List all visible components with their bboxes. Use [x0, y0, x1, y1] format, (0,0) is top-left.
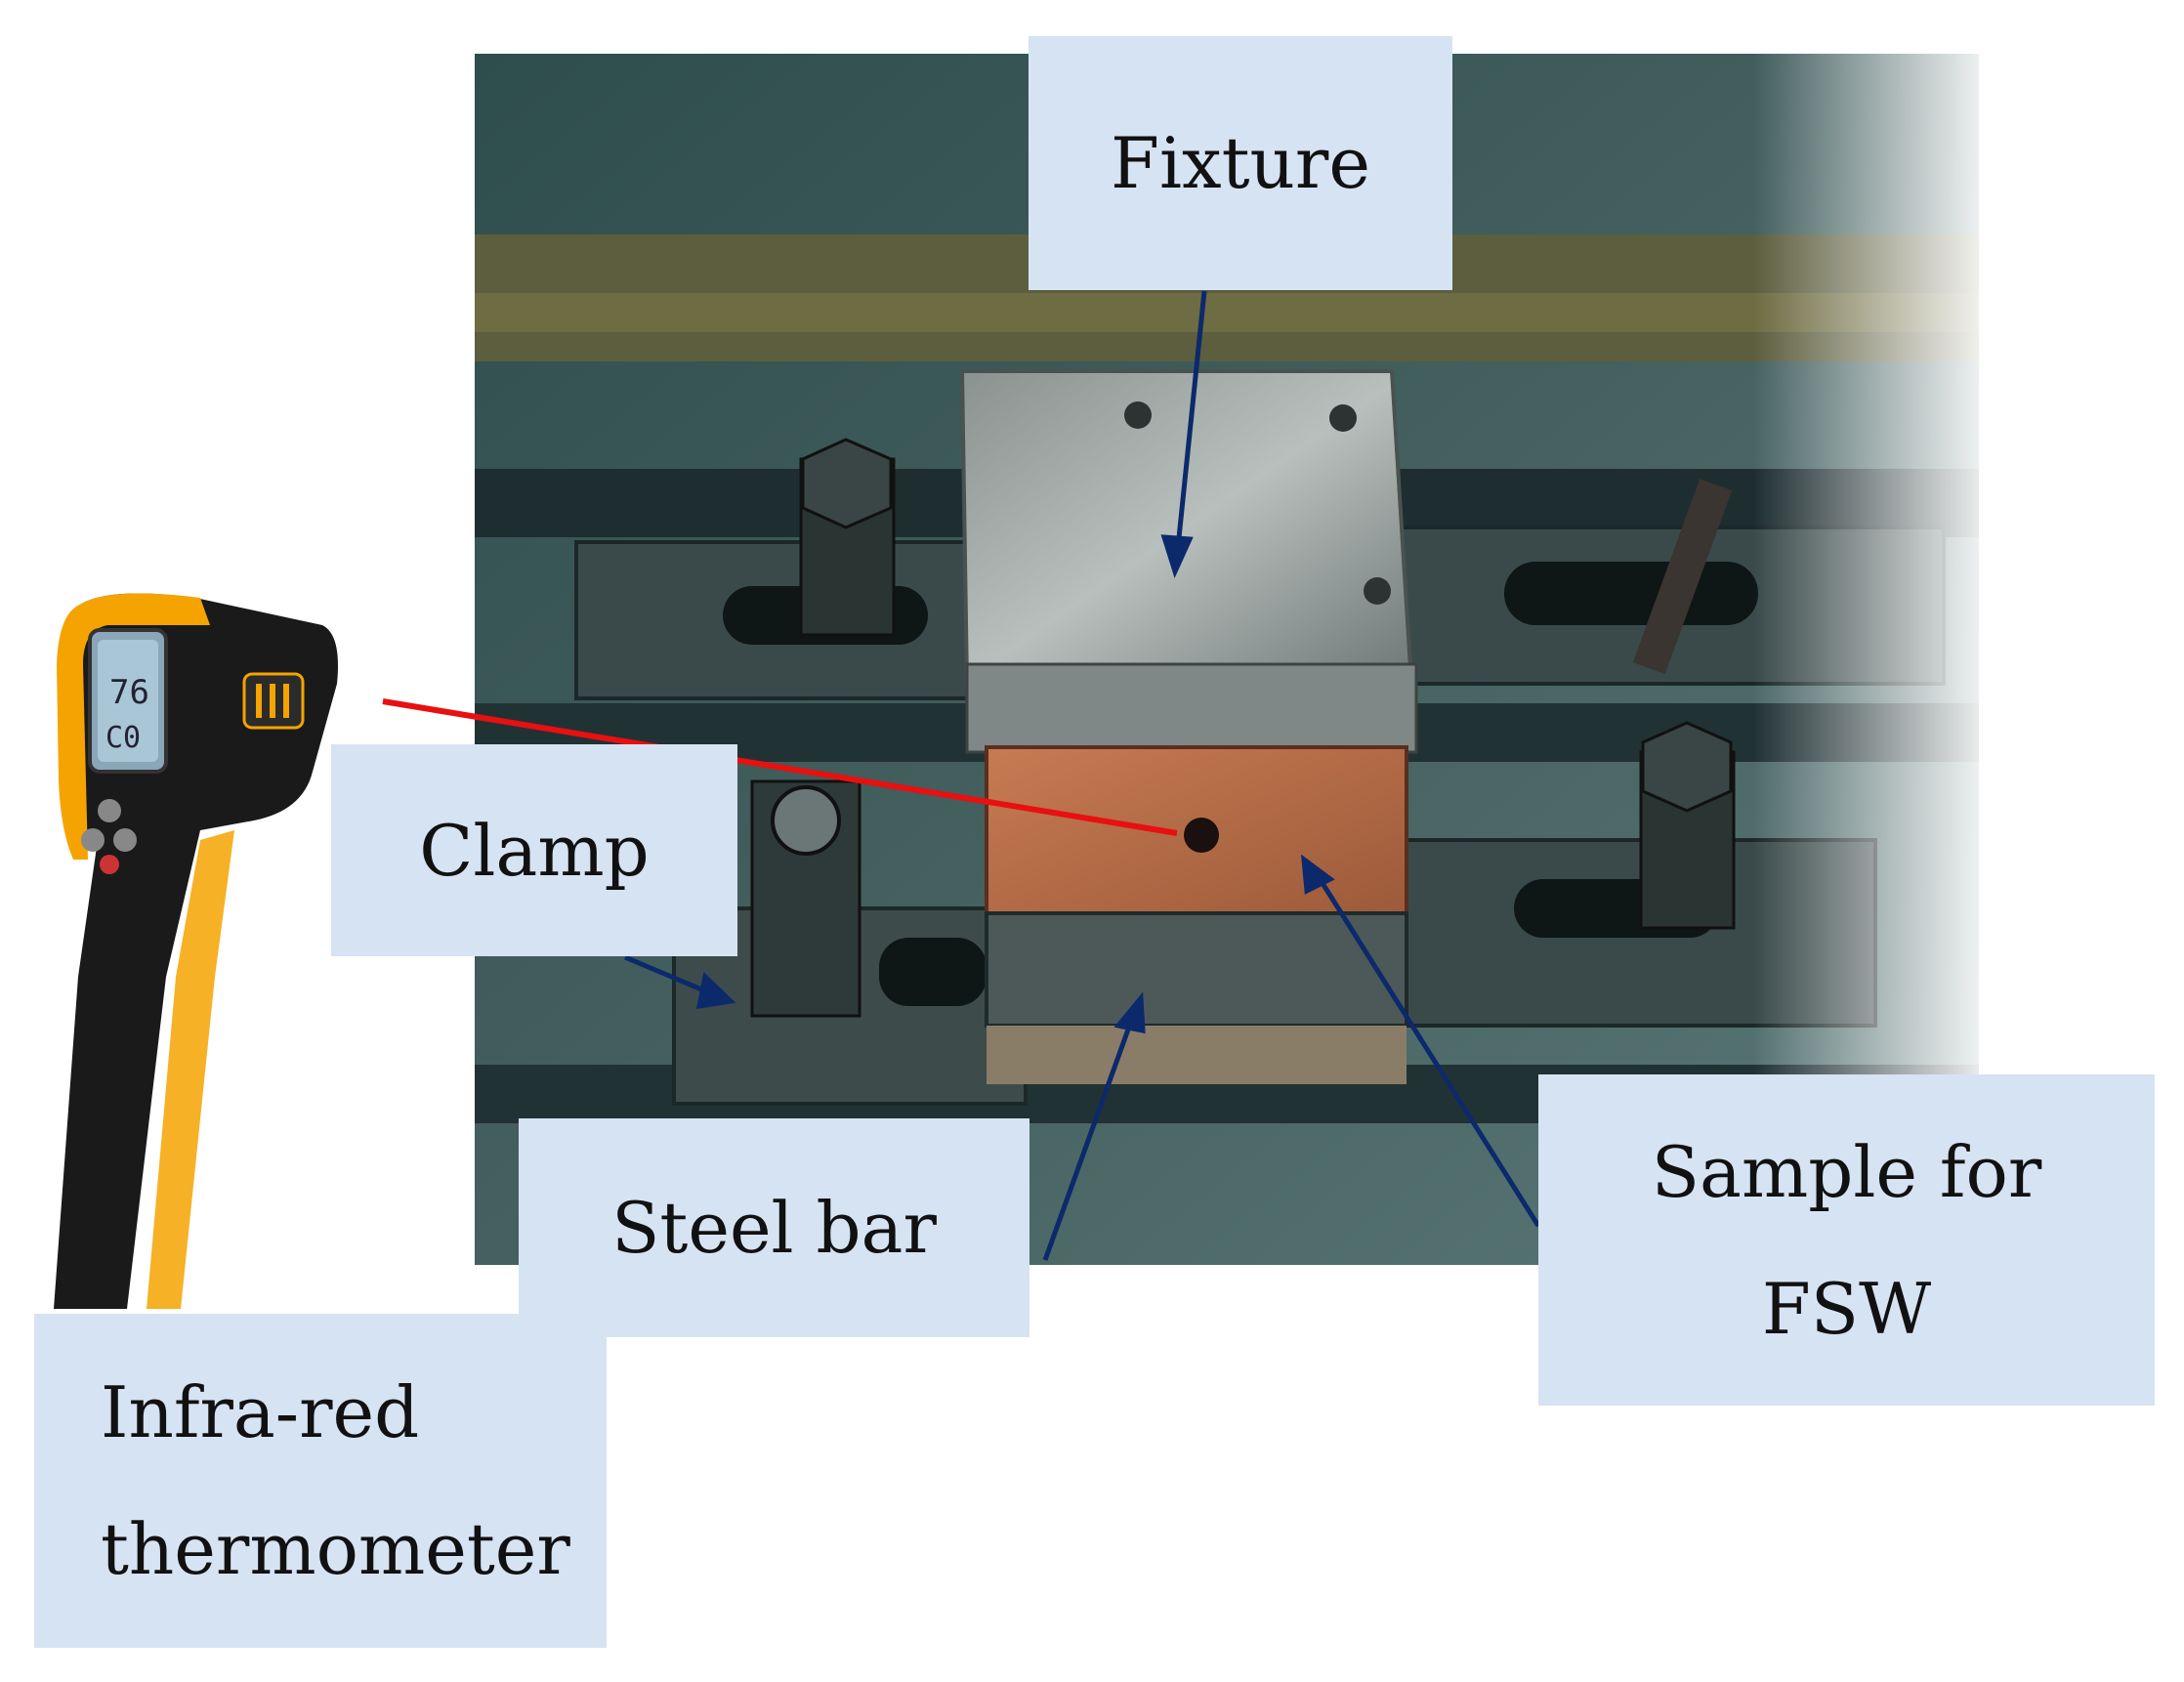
- steel-bar-arrowhead: [1113, 991, 1146, 1034]
- thermometer-label-text: Infra-red thermometer: [101, 1371, 570, 1590]
- steel-bar-label-text: Steel bar: [611, 1187, 937, 1269]
- fixture-arrow: [1174, 290, 1207, 558]
- clamp-label-text: Clamp: [419, 809, 650, 892]
- fixture-label: Fixture: [1029, 36, 1452, 290]
- laser-beam: [382, 698, 1178, 836]
- svg-text:76: 76: [109, 673, 149, 712]
- thermometer-label: Infra-red thermometer: [34, 1314, 607, 1648]
- clamp-arrowhead: [695, 972, 736, 1010]
- steel-bar-arrow: [1042, 1015, 1136, 1261]
- sample-label: Sample for FSW: [1538, 1074, 2155, 1406]
- clamp-label: Clamp: [331, 744, 737, 956]
- sample-arrowhead: [1300, 854, 1335, 895]
- sample-label-text: Sample for FSW: [1651, 1130, 2042, 1350]
- fixture-arrowhead: [1160, 534, 1194, 578]
- svg-text:C0: C0: [105, 721, 141, 755]
- thermometer-illustration: 76 C0: [54, 593, 338, 1309]
- sample-arrow: [1311, 867, 1541, 1228]
- steel-bar-label: Steel bar: [519, 1118, 1029, 1337]
- fixture-label-text: Fixture: [1111, 122, 1370, 204]
- arrows: [624, 290, 1541, 1261]
- machine-photo: [475, 54, 1979, 1265]
